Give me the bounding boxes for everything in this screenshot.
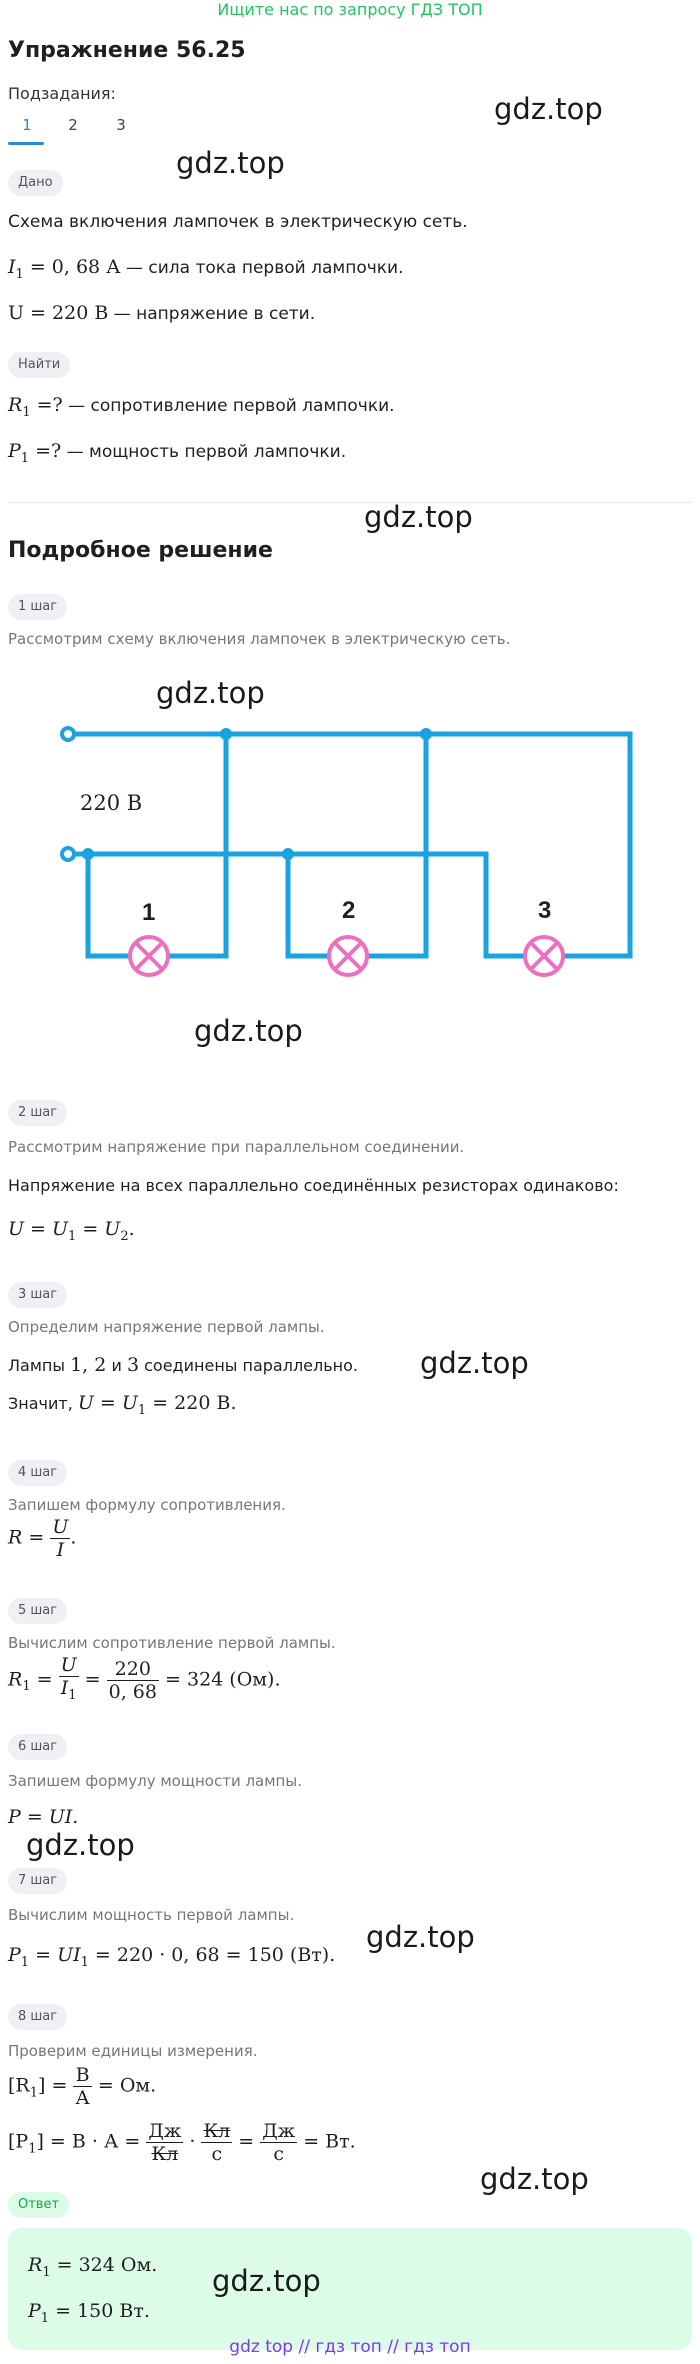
step-6-formula: P = UI. <box>8 1806 79 1828</box>
given-current: I1 = 0, 68 А — сила тока первой лампочки… <box>8 256 404 282</box>
step-8-badge: 8 шаг <box>8 2004 68 2030</box>
step-2-description: Рассмотрим напряжение при параллельном с… <box>8 1138 465 1156</box>
watermark: gdz.top <box>364 500 473 534</box>
solution-title: Подробное решение <box>8 538 273 563</box>
watermark: gdz.top <box>494 92 603 126</box>
step-5-description: Вычислим сопротивление первой лампы. <box>8 1634 336 1652</box>
step-7-formula: P1 = UI1 = 220 · 0, 68 = 150 (Вт). <box>8 1944 336 1970</box>
step-6-description: Запишем формулу мощности лампы. <box>8 1772 302 1790</box>
step-1-badge: 1 шаг <box>8 594 68 620</box>
answer-resistance: R1 = 324 Ом. <box>28 2254 158 2280</box>
page-title: Упражнение 56.25 <box>8 38 246 63</box>
find-badge: Найти <box>8 352 71 378</box>
answer-box <box>8 2228 692 2350</box>
lamp-2-icon <box>327 935 369 977</box>
subtasks-label: Подзадания: <box>8 84 116 103</box>
given-badge: Дано <box>8 170 63 196</box>
active-tab-indicator <box>8 142 44 145</box>
watermark: gdz.top <box>366 1920 475 1954</box>
lamp-3-icon <box>523 935 565 977</box>
given-description: Схема включения лампочек в электрическую… <box>8 212 468 232</box>
step-7-badge: 7 шаг <box>8 1868 68 1894</box>
step-1-description: Рассмотрим схему включения лампочек в эл… <box>8 630 511 648</box>
terminal-bottom-icon <box>60 846 76 862</box>
lamp-3-label: 3 <box>538 897 551 924</box>
step-3-badge: 3 шаг <box>8 1282 68 1308</box>
answer-power: P1 = 150 Вт. <box>28 2300 150 2326</box>
step-3-conclusion: Значит, U = U1 = 220 В. <box>8 1392 237 1418</box>
step-7-description: Вычислим мощность первой лампы. <box>8 1906 295 1924</box>
watermark: gdz.top <box>26 1828 135 1862</box>
given-voltage: U = 220 В — напряжение в сети. <box>8 302 316 324</box>
watermark: gdz.top <box>176 146 285 180</box>
lamp-1-label: 1 <box>142 899 155 926</box>
watermark: gdz.top <box>194 1014 303 1048</box>
voltage-label: 220 В <box>80 791 142 815</box>
step-2-badge: 2 шаг <box>8 1100 68 1126</box>
section-divider <box>8 502 692 503</box>
terminal-top-icon <box>60 726 76 742</box>
circuit-diagram: 220 В 1 2 3 <box>60 726 633 977</box>
step-4-badge: 4 шаг <box>8 1460 68 1486</box>
footer-links: gdz top // гдз топ // гдз топ <box>229 2337 471 2357</box>
step-3-description: Определим напряжение первой лампы. <box>8 1318 325 1336</box>
watermark: gdz.top <box>420 1346 529 1380</box>
step-2-text: Напряжение на всех параллельно соединённ… <box>8 1176 619 1195</box>
step-6-badge: 6 шаг <box>8 1734 68 1760</box>
tab-subtask-3[interactable]: 3 <box>116 116 126 134</box>
search-banner: Ищите нас по запросу ГДЗ ТОП <box>217 0 483 19</box>
step-5-badge: 5 шаг <box>8 1598 68 1624</box>
tab-subtask-1[interactable]: 1 <box>22 116 32 134</box>
step-2-formula: U = U1 = U2. <box>8 1218 135 1244</box>
step-8-description: Проверим единицы измерения. <box>8 2042 258 2060</box>
step-4-description: Запишем формулу сопротивления. <box>8 1496 286 1514</box>
find-resistance: R1 =? — сопротивление первой лампочки. <box>8 394 395 420</box>
watermark: gdz.top <box>156 676 265 710</box>
lamp-1-icon <box>128 935 170 977</box>
watermark: gdz.top <box>480 2162 589 2196</box>
answer-badge: Ответ <box>8 2192 70 2218</box>
watermark: gdz.top <box>212 2264 321 2298</box>
find-power: P1 =? — мощность первой лампочки. <box>8 440 347 466</box>
lamp-2-label: 2 <box>342 897 355 924</box>
tab-subtask-2[interactable]: 2 <box>68 116 78 134</box>
step-3-text: Лампы 1, 2 и 3 соединены параллельно. <box>8 1354 359 1376</box>
